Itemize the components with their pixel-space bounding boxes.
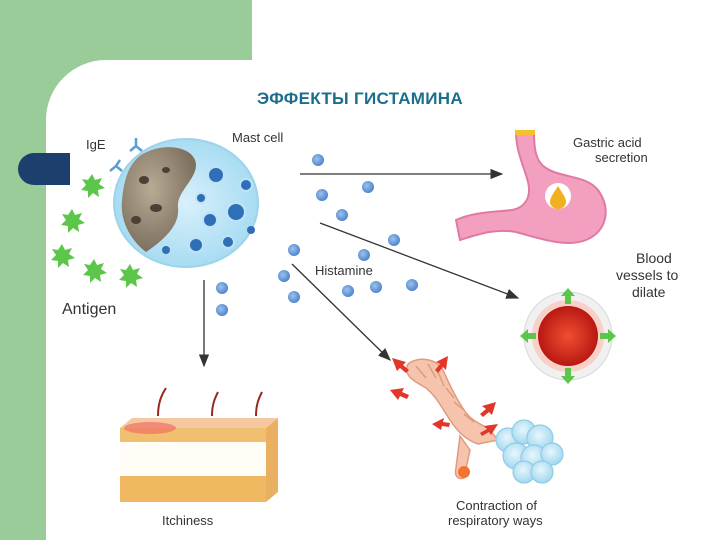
itchiness-label: Itchiness — [162, 513, 214, 528]
histamine-label: Histamine — [315, 263, 373, 278]
gastric-label-line2: secretion — [595, 150, 648, 165]
histamine-molecules — [216, 154, 418, 316]
blood-vessel-label-line3: dilate — [632, 284, 666, 300]
antigen-icon — [51, 174, 143, 288]
mast-cell-icon — [113, 138, 259, 268]
arrow-to-blood-vessel — [319, 222, 520, 299]
mast-cell-label: Mast cell — [232, 130, 283, 145]
stomach-icon — [454, 130, 607, 244]
respiratory-label-line1: Contraction of — [456, 498, 537, 513]
blood-vessel-icon — [520, 288, 616, 384]
blood-vessel-label-line2: vessels to — [616, 267, 678, 283]
antigen-label: Antigen — [62, 301, 116, 318]
skin-layers-icon — [120, 387, 278, 502]
gastric-label-line1: Gastric acid — [573, 135, 642, 150]
ige-label: IgE — [86, 137, 106, 152]
navy-accent-tab — [18, 153, 70, 185]
effect-arrows — [198, 168, 520, 368]
histamine-effects-diagram: IgE Mast cell Antigen — [51, 130, 678, 528]
respiratory-airway-icon — [390, 356, 564, 484]
slide-title: ЭФФЕКТЫ ГИСТАМИНА — [257, 89, 463, 108]
arrow-to-airways — [291, 263, 391, 361]
respiratory-label-line2: respiratory ways — [448, 513, 543, 528]
blood-vessel-label-line1: Blood — [636, 250, 672, 266]
